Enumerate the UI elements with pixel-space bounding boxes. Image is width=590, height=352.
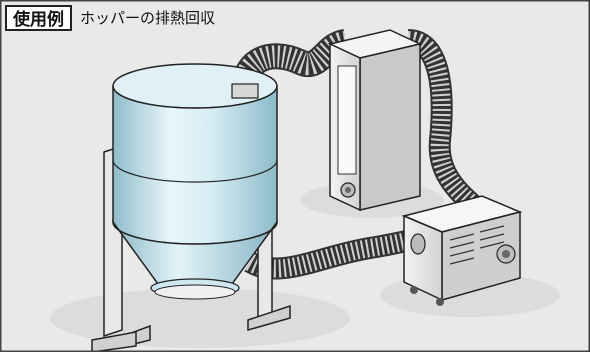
- header: 使用例 ホッパーの排熱回収: [5, 4, 215, 32]
- heater-unit: [330, 30, 420, 210]
- duct-hose-bottom: [250, 238, 422, 269]
- usage-example-tag: 使用例: [5, 5, 72, 31]
- caption: ホッパーの排熱回収: [80, 5, 215, 31]
